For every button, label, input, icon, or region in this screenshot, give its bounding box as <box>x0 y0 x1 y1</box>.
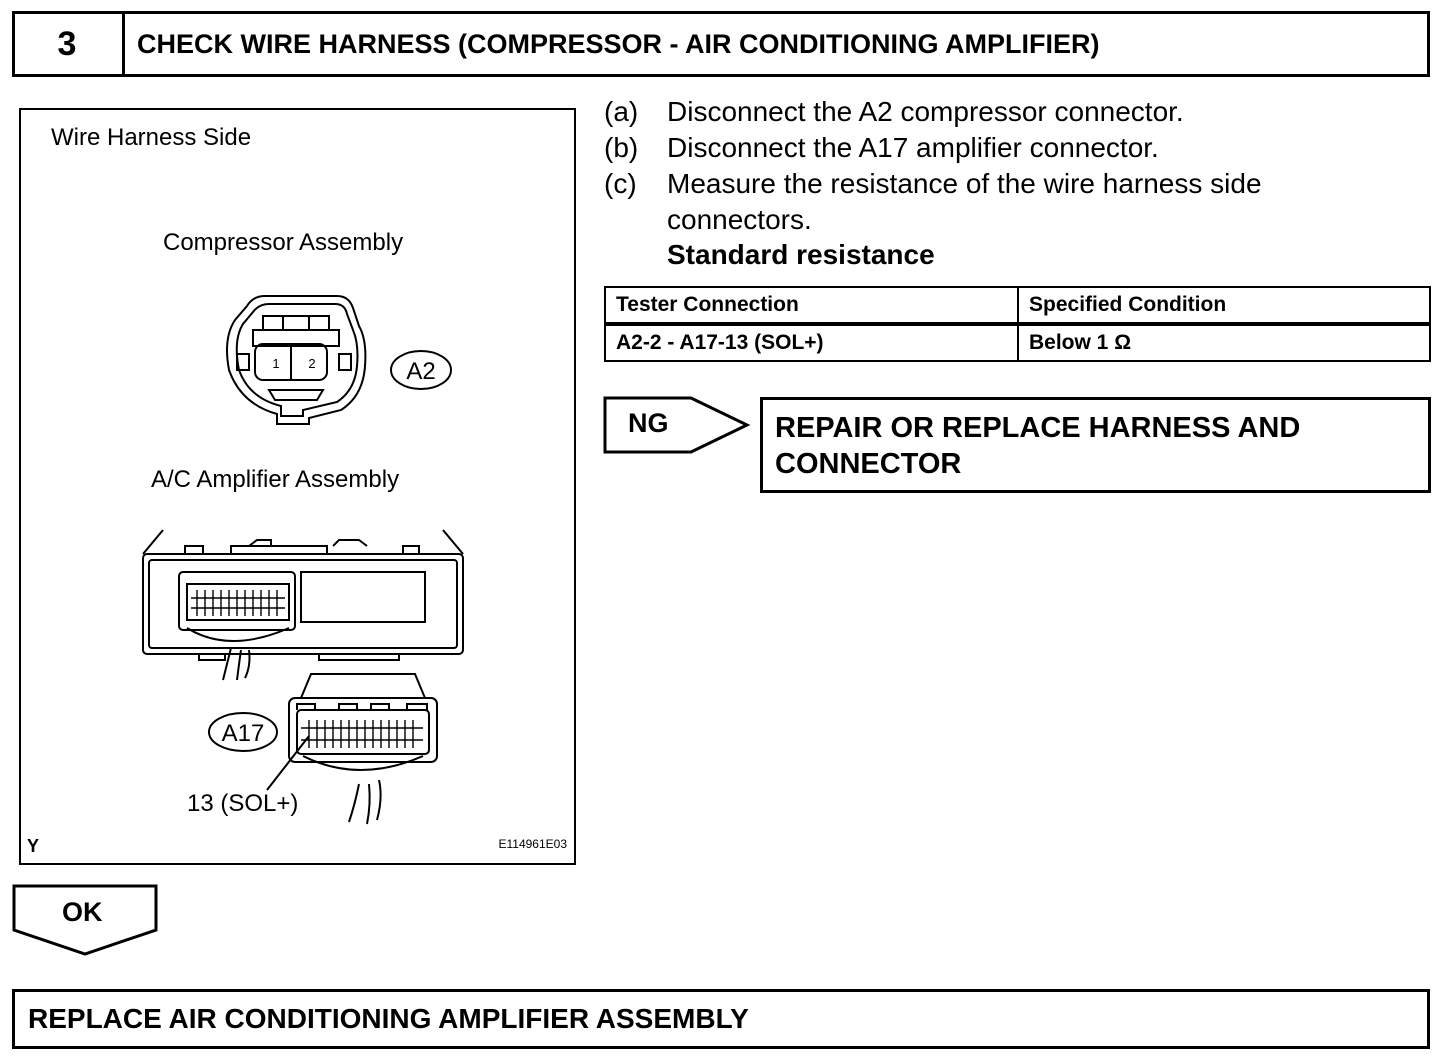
table-row: A2-2 - A17-13 (SOL+) Below 1 Ω <box>604 323 1431 362</box>
instruction-a-text: Disconnect the A2 compressor connector. <box>667 96 1184 127</box>
specification-table: Tester Connection Specified Condition A2… <box>604 286 1431 362</box>
compressor-pin-1: 1 <box>272 356 279 371</box>
amplifier-assembly-drawing <box>142 529 464 681</box>
amplifier-pin-grid <box>191 590 285 616</box>
instruction-c-text: Measure the resistance of the wire harne… <box>667 168 1262 199</box>
a17-connector-code: A17 <box>222 720 265 747</box>
instruction-b-text: Disconnect the A17 amplifier connector. <box>667 132 1159 163</box>
instruction-a-marker: (a) <box>604 96 639 127</box>
ng-action-line-2: CONNECTOR <box>775 448 962 480</box>
step-title: CHECK WIRE HARNESS (COMPRESSOR - AIR CON… <box>137 28 1100 59</box>
connector-drawings: 1 2 A2 <box>27 295 567 856</box>
instruction-c-text-continued: connectors. <box>667 204 812 235</box>
wire-harness-side-label: Wire Harness Side <box>51 124 252 151</box>
ng-label: NG <box>628 408 669 438</box>
table-header-row: Tester Connection Specified Condition <box>604 286 1431 326</box>
figure-id: E114961E03 <box>498 837 567 851</box>
standard-resistance-label: Standard resistance <box>667 239 935 270</box>
compressor-connector-drawing <box>226 295 367 425</box>
amplifier-assembly-label: A/C Amplifier Assembly <box>151 466 400 493</box>
ok-label: OK <box>62 897 103 927</box>
a2-connector-code: A2 <box>406 358 435 385</box>
a2-callout-ellipse <box>390 350 452 390</box>
ng-action-box: REPAIR OR REPLACE HARNESS AND CONNECTOR <box>760 397 1431 493</box>
ng-arrow-icon <box>603 396 751 454</box>
table-header-specified-condition: Specified Condition <box>1017 286 1431 326</box>
table-header-tester-connection: Tester Connection <box>604 286 1019 326</box>
a17-connector-drawing <box>288 673 438 825</box>
figure-corner-code: Y <box>27 836 39 856</box>
pin-13-leader-line <box>266 735 310 791</box>
final-action-box: REPLACE AIR CONDITIONING AMPLIFIER ASSEM… <box>12 989 1430 1049</box>
step-number: 3 <box>12 11 125 77</box>
a17-callout-ellipse <box>208 712 278 752</box>
step-header <box>12 11 1430 77</box>
ng-action-line-1: REPAIR OR REPLACE HARNESS AND <box>775 412 1301 444</box>
instruction-b-marker: (b) <box>604 132 639 163</box>
table-cell-tester-connection: A2-2 - A17-13 (SOL+) <box>604 323 1019 362</box>
compressor-assembly-label: Compressor Assembly <box>163 229 404 256</box>
instruction-c-marker: (c) <box>604 168 637 199</box>
pin-13-label: 13 (SOL+) <box>187 790 298 817</box>
ok-arrow-icon <box>12 884 158 956</box>
compressor-pin-2: 2 <box>308 356 315 371</box>
a17-pin-grid <box>301 720 423 748</box>
table-cell-specified-condition: Below 1 Ω <box>1017 323 1431 362</box>
connector-figure <box>19 108 576 865</box>
